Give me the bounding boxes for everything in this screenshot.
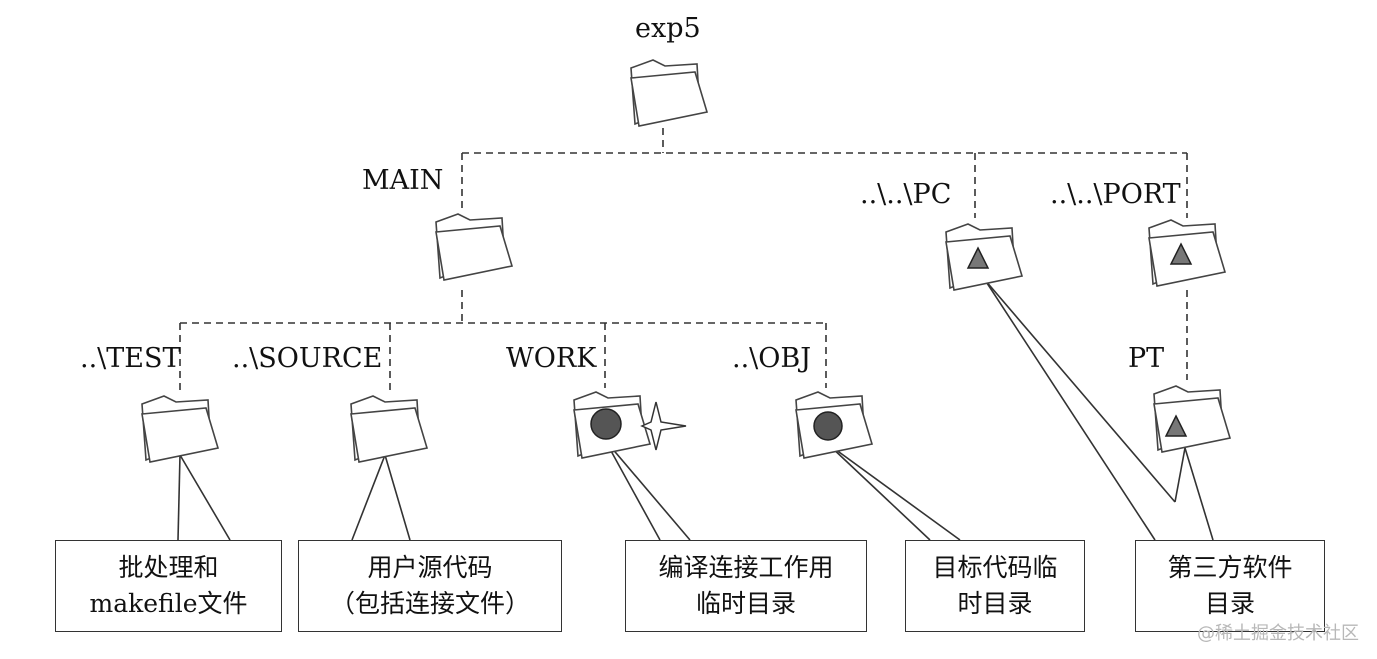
note-thirdparty-line2: 目录 (1204, 589, 1255, 618)
main-folder-icon (435, 213, 514, 281)
work-folder-label: WORK (506, 343, 597, 374)
note-thirdparty-line1: 第三方软件 (1167, 553, 1293, 582)
root-folder-label: exp5 (635, 13, 701, 44)
port-folder-icon (1148, 219, 1227, 287)
test-folder-label: ..\TEST (80, 343, 181, 374)
main-folder-label: MAIN (362, 165, 444, 196)
obj-folder-icon (795, 391, 874, 459)
triangle-marker-icon (1169, 242, 1193, 265)
circle-marker-icon (590, 408, 622, 440)
pt-folder-icon (1153, 385, 1232, 453)
note-obj-line1: 目标代码临 (932, 553, 1058, 582)
star-marker-icon (640, 401, 687, 451)
note-object-temp: 目标代码临 时目录 (905, 540, 1085, 632)
test-folder-icon (141, 395, 220, 463)
note-user-source: 用户源代码 （包括连接文件） (298, 540, 562, 632)
note-batch-line2: makefile文件 (89, 589, 248, 618)
note-obj-line2: 时目录 (957, 589, 1033, 618)
circle-marker-icon (813, 411, 843, 441)
note-third-party: 第三方软件 目录 (1135, 540, 1325, 632)
watermark: @稀土掘金技术社区 (1197, 623, 1359, 644)
source-folder-icon (350, 395, 429, 463)
port-folder-label: ..\..\PORT (1050, 179, 1181, 210)
note-work-line2: 临时目录 (695, 589, 796, 618)
note-work-line1: 编译连接工作用 (658, 553, 834, 582)
pc-folder-icon (945, 223, 1024, 291)
note-batch-files: 批处理和 makefile文件 (55, 540, 282, 632)
triangle-marker-icon (1164, 414, 1188, 437)
pc-folder-label: ..\..\PC (860, 179, 952, 210)
work-folder-icon (573, 391, 652, 459)
obj-folder-label: ..\OBJ (732, 343, 812, 374)
triangle-marker-icon (966, 246, 990, 269)
note-work-temp: 编译连接工作用 临时目录 (625, 540, 867, 632)
source-folder-label: ..\SOURCE (232, 343, 383, 374)
note-source-line1: 用户源代码 (367, 553, 493, 582)
root-folder-icon (630, 59, 709, 127)
pt-folder-label: PT (1128, 343, 1165, 374)
note-source-line2: （包括连接文件） (329, 589, 530, 618)
note-batch-line1: 批处理和 (118, 553, 219, 582)
